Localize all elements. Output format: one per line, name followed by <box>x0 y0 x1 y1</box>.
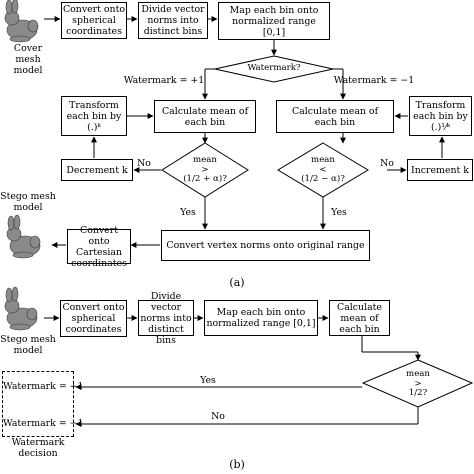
map-norm-box-b: Map each bin onto normalized range [0,1] <box>204 300 318 336</box>
no-label-b: No <box>211 411 225 422</box>
no-label-left: No <box>137 158 151 169</box>
transform-box-left: Transform each bin by (.)ᵏ <box>61 96 127 136</box>
mean-box-left: Calculate mean of each bin <box>154 100 256 133</box>
stego-bunny-icon-a <box>6 214 41 259</box>
yes-label-b: Yes <box>200 375 216 386</box>
stego-mesh-label-a: Stego mesh model <box>0 191 56 213</box>
cover-mesh-label: Cover mesh model <box>13 43 43 76</box>
mean-upper-diamond <box>161 142 249 198</box>
condition-half-text: mean > 1/2? <box>406 369 430 399</box>
condition-lower-text: mean < (1/2 − α)? <box>301 155 345 185</box>
mean-box-right: Calculate mean of each bin <box>276 100 394 133</box>
map-norm-box: Map each bin onto normalized range [0,1] <box>218 2 330 40</box>
transform-box-right: Transform each bin by (.)¹⁄ᵏ <box>409 96 472 136</box>
calc-mean-box-b: Calculate mean of each bin <box>329 300 390 336</box>
decrement-box: Decrement k <box>61 159 133 181</box>
no-label-right: No <box>380 158 394 169</box>
increment-box: Increment k <box>407 159 473 181</box>
watermark-plus-output: Watermark = +1 <box>3 381 84 392</box>
condition-upper-text: mean > (1/2 + α)? <box>183 155 227 185</box>
spherical-box-b: Convert onto spherical coordinates <box>60 300 127 337</box>
watermark-minus-label: Watermark = −1 <box>333 75 415 86</box>
caption-b: (b) <box>229 458 245 471</box>
mean-lower-diamond <box>277 142 369 198</box>
mean-half-diamond <box>361 359 474 408</box>
cover-bunny-icon <box>4 0 39 43</box>
watermark-decision-label: Watermark decision <box>11 437 65 459</box>
yes-label-right: Yes <box>331 207 347 218</box>
divide-box-b: Divide vector norms into distinct bins <box>138 291 194 346</box>
yes-label-left: Yes <box>180 207 196 218</box>
spherical-box: Convert onto spherical coordinates <box>61 2 127 39</box>
cartesian-box: Convert onto Cartesian coordinates <box>67 225 131 269</box>
watermark-decision-box <box>2 371 74 437</box>
stego-mesh-label-b: Stego mesh model <box>0 334 56 356</box>
caption-a: (a) <box>229 276 245 289</box>
watermark-decision-text: Watermark? <box>247 63 301 73</box>
watermark-plus-label: Watermark = +1 <box>123 75 205 86</box>
divide-box: Divide vector norms into distinct bins <box>138 2 208 39</box>
stego-bunny-icon-b <box>4 286 38 331</box>
watermark-diamond <box>214 55 334 83</box>
convert-norms-box: Convert vertex norms onto original range <box>161 230 370 261</box>
watermark-minus-output: Watermark = −1 <box>3 418 84 429</box>
